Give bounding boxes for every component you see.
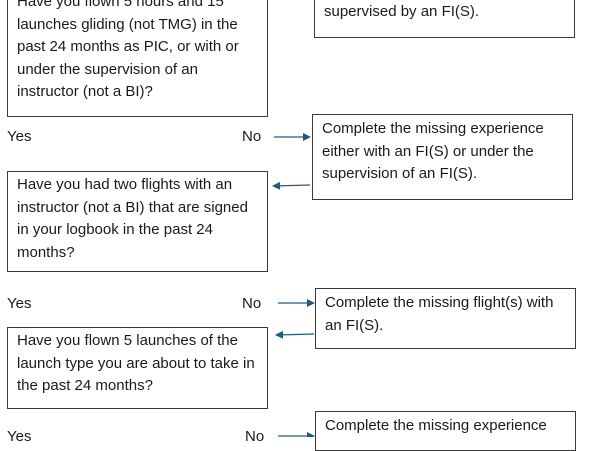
question-text-3: Have you flown 5 launches of the launch … [17,332,255,394]
action-box-1: supervised by an FI(S). [314,0,575,38]
question-box-3: Have you flown 5 launches of the launch … [7,327,268,409]
question-box-1: Have you flown 5 hours and 15 launches g… [7,0,268,117]
action-box-2: Complete the missing experience either w… [312,114,573,200]
yes-label-1: Yes [7,128,32,145]
no-label-2: No [242,295,262,312]
arrow-back-1 [272,181,311,190]
question-text-2: Have you had two flights with an instruc… [17,176,248,261]
arrow-back-2 [275,330,315,339]
question-box-2: Have you had two flights with an instruc… [7,171,268,272]
action-box-3: Complete the missing flight(s) with an F… [315,288,576,349]
connector-arrows [272,133,315,437]
action-text-3: Complete the missing flight(s) with an F… [325,294,554,334]
action-text-2: Complete the missing experience either w… [322,120,544,182]
question-text-1: Have you flown 5 hours and 15 launches g… [17,0,239,100]
action-text-4: Complete the missing experience [325,417,547,434]
yes-label-2: Yes [7,295,32,312]
no-label-1: No [242,128,262,145]
action-text-1: supervised by an FI(S). [324,3,480,20]
